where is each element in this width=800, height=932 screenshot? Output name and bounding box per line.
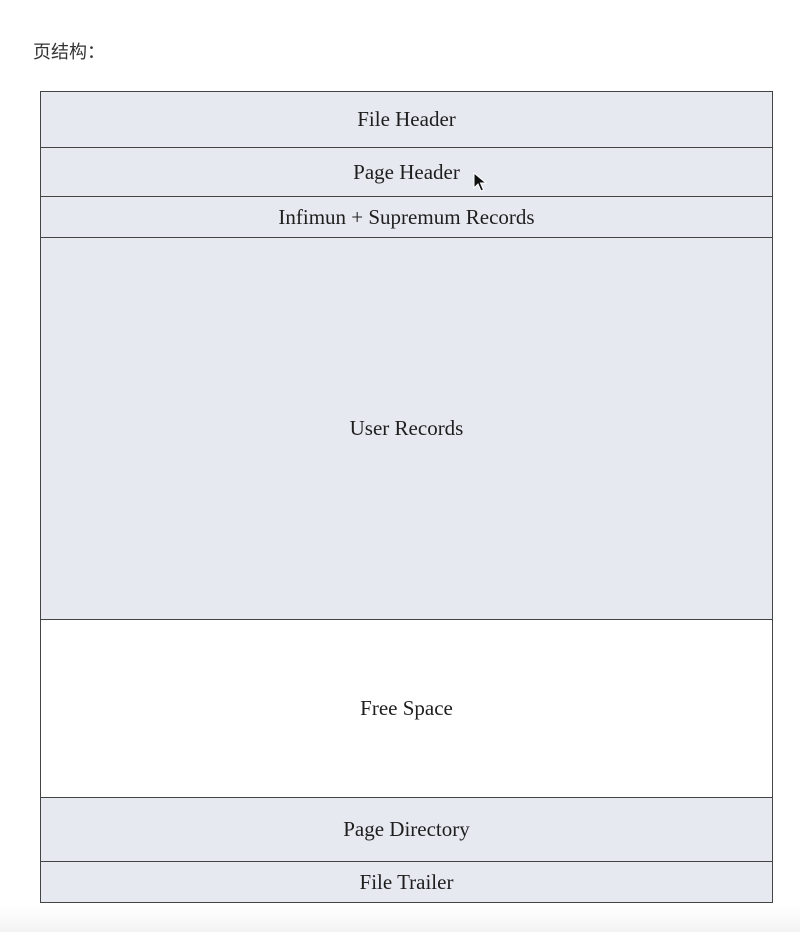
file-header-section: File Header (41, 92, 772, 148)
mouse-pointer-icon (473, 172, 487, 192)
infimum-supremum-section: Infimun + Supremum Records (41, 197, 772, 238)
page-header-section: Page Header (41, 148, 772, 197)
bottom-shadow (0, 906, 800, 932)
page-title: 页结构： (33, 42, 105, 63)
page-structure-diagram: File Header Page Header Infimun + Suprem… (40, 91, 773, 903)
page-directory-section: Page Directory (41, 798, 772, 862)
file-trailer-section: File Trailer (41, 862, 772, 902)
user-records-section: User Records (41, 238, 772, 620)
free-space-section: Free Space (41, 620, 772, 798)
